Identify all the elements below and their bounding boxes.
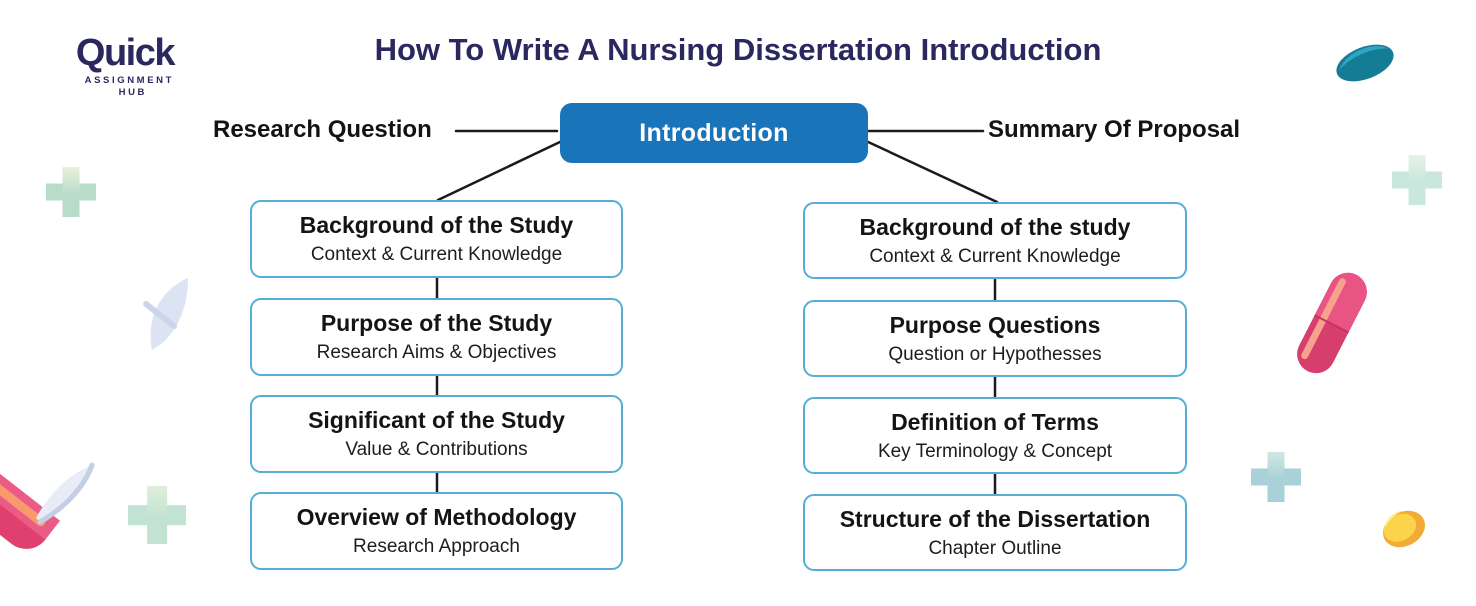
flow-box-subtitle: Research Aims & Objectives [316,342,557,363]
flow-box-title: Background of the Study [299,212,574,238]
flow-box-title: Background of the study [859,213,1131,240]
flow-box-right-4: Structure of the Dissertation Chapter Ou… [803,494,1187,571]
flow-box-left-3: Significant of the Study Value & Contrib… [250,395,623,473]
page-title: How To Write A Nursing Dissertation Intr… [0,32,1476,68]
flow-box-subtitle: Key Terminology & Concept [877,440,1113,462]
title-prefix: How To Write A [374,32,608,67]
label-summary-of-proposal: Summary Of Proposal [988,116,1241,143]
flow-box-right-2: Purpose Questions Question or Hypothesse… [803,300,1187,377]
flow-box-subtitle: Chapter Outline [928,537,1062,559]
flow-box-left-1: Background of the Study Context & Curren… [250,200,623,278]
flow-box-right-3: Definition of Terms Key Terminology & Co… [803,397,1187,474]
flow-box-subtitle: Context & Current Knowledge [310,244,563,265]
leaf-icon [134,274,200,356]
brand-sub-line2: HUB [118,87,147,98]
plus-icon [1251,452,1301,502]
title-suffix: Introduction [911,32,1102,67]
flow-box-left-2: Purpose of the Study Research Aims & Obj… [250,298,623,376]
flow-box-title: Significant of the Study [308,407,565,433]
flow-box-subtitle: Value & Contributions [345,439,528,460]
flow-box-title: Purpose of the Study [320,310,553,336]
plus-icon [128,486,186,544]
brand-sub-line1: ASSIGNMENT [84,75,174,86]
flow-box-left-4: Overview of Methodology Research Approac… [250,492,623,570]
flow-box-subtitle: Context & Current Knowledge [869,245,1121,267]
label-research-question: Research Question [213,116,432,143]
brand-name: Quick [75,32,176,74]
coin-icon [1377,500,1431,558]
flow-box-subtitle: Research Approach [353,536,520,557]
flow-box-subtitle: Question or Hypothesses [888,343,1102,365]
flow-box-right-1: Background of the study Context & Curren… [803,202,1187,279]
capsule-icon [1284,264,1380,382]
title-bold: Nursing Dissertation [607,32,912,67]
flow-box-title: Purpose Questions [889,311,1101,338]
brand-logo: Quick ASSIGNMENT HUB [60,32,176,98]
flow-box-title: Overview of Methodology [296,504,577,530]
plus-icon [46,167,96,217]
flow-box-title: Definition of Terms [891,408,1099,435]
plus-icon [1392,155,1442,205]
introduction-node: Introduction [560,103,868,163]
flow-box-title: Structure of the Dissertation [839,505,1151,532]
open-capsule-icon [0,448,114,560]
